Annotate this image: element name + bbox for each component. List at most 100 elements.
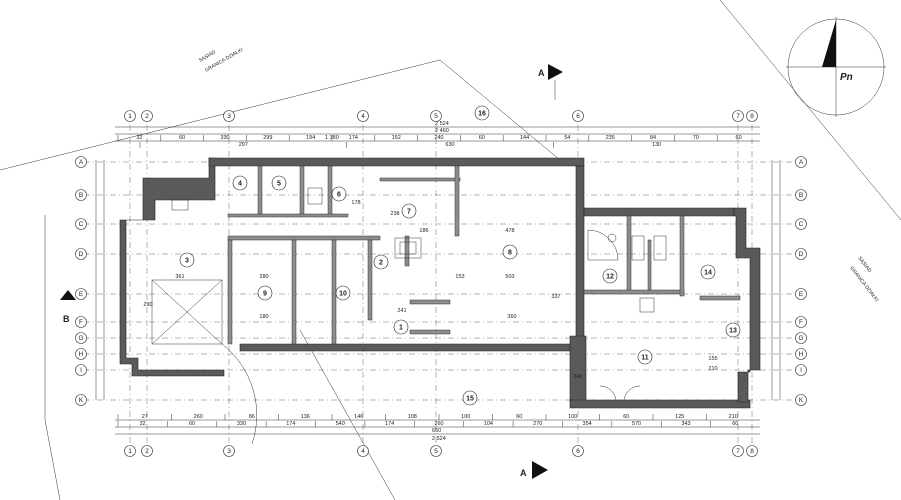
grid-letter-F: F: [799, 319, 803, 326]
grid-number-8: 8: [750, 113, 754, 120]
top-dims-value: 235: [606, 135, 615, 141]
grid-number-3: 3: [227, 113, 231, 120]
bottom-dims-value: 104: [484, 421, 493, 427]
top-dims-value: 60: [736, 135, 742, 141]
border-label-right: SĄSIAD: [856, 256, 872, 274]
bottom-dims-value: 60: [189, 421, 195, 427]
grid-letter-G: G: [78, 335, 83, 342]
grid-bubble-left-G: [75, 332, 87, 344]
grid-number-6: 6: [576, 113, 580, 120]
inner-dimension: 361: [175, 274, 184, 280]
inner-dimension: 290: [143, 302, 152, 308]
bottom-dims-value: 260: [434, 421, 443, 427]
grid-letter-A: A: [799, 159, 804, 166]
room-marker-15: [462, 390, 478, 406]
grid-bubble-left-F: [75, 316, 87, 328]
room-number-1: 1: [399, 325, 403, 332]
top-dims-value: 299: [263, 135, 272, 141]
top-dims-value: 54: [564, 135, 570, 141]
room-number-7: 7: [407, 209, 411, 216]
bottom-dims-2-value: 125: [675, 414, 684, 420]
grid-bubble-left-H: [75, 348, 87, 360]
room-marker-12: [602, 268, 618, 284]
grid-bubble-left-D: [75, 248, 87, 260]
grid-bubble-right-D: [795, 248, 807, 260]
grid-letter-B: B: [799, 192, 803, 199]
grid-letter-D: D: [799, 251, 804, 258]
grid-bubble-top-5: [430, 110, 442, 122]
grid-bubble-top-2: [141, 110, 153, 122]
grid-bubble-right-A: [795, 156, 807, 168]
grid-letter-K: K: [79, 397, 84, 404]
grid-letter-E: E: [79, 291, 84, 298]
grid-bubble-left-C: [75, 218, 87, 230]
grid-number-6: 6: [576, 448, 580, 455]
border-label-right-2: GRANICA DZIAŁKI: [848, 266, 879, 303]
inner-dimension: 153: [455, 274, 464, 280]
inner-dimension: 238: [390, 211, 399, 217]
room-number-13: 13: [729, 328, 737, 335]
room-marker-9: [257, 285, 273, 301]
top-dims-value: 194: [306, 135, 315, 141]
interior-walls: [227, 165, 741, 345]
room-number-16: 16: [478, 111, 486, 118]
bottom-dims-2-value: 27: [142, 414, 148, 420]
grid-number-4: 4: [361, 113, 365, 120]
bottom-dims-2-value: 100: [568, 414, 577, 420]
room-number-15: 15: [466, 396, 474, 403]
grid-letter-H: H: [79, 351, 84, 358]
grid-bubble-left-I: [75, 364, 87, 376]
grid-number-5: 5: [434, 448, 438, 455]
north-compass: Pn: [786, 17, 886, 117]
room-number-2: 2: [379, 260, 383, 267]
section-markers: A A B: [60, 64, 563, 479]
bottom-dims-2-value: 210: [729, 414, 738, 420]
bottom-dims-value: 174: [385, 421, 394, 427]
bottom-dims-2-value: 136: [301, 414, 310, 420]
bottom-dims-value: 270: [533, 421, 542, 427]
bottom-dims-value: 174: [286, 421, 295, 427]
inner-dimension: 178: [351, 200, 360, 206]
grid-number-8: 8: [750, 448, 754, 455]
fixtures: [151, 187, 667, 445]
room-marker-13: [725, 322, 741, 338]
grid-bubble-right-G: [795, 332, 807, 344]
top-dims-value: 152: [392, 135, 401, 141]
grid-letter-K: K: [799, 397, 804, 404]
bottom-dims-value: 540: [336, 421, 345, 427]
grid-bubble-right-E: [795, 288, 807, 300]
room-number-12: 12: [606, 274, 614, 281]
inner-dimension: 503: [505, 274, 514, 280]
north-arrow-icon: [822, 20, 836, 67]
grid-bubble-top-3: [223, 110, 235, 122]
grid-letter-C: C: [79, 221, 84, 228]
top-dims-value: 240: [434, 135, 443, 141]
inner-dimension: 210: [708, 366, 717, 372]
top-dims-value: 60: [479, 135, 485, 141]
top-dims-value: 174: [349, 135, 358, 141]
room-marker-7: [401, 203, 417, 219]
room-marker-2: [373, 254, 389, 270]
grid-bubble-left-E: [75, 288, 87, 300]
grid-bubble-bottom-4: [357, 445, 369, 457]
overall-dim-top-2: 2 460: [435, 128, 449, 134]
grid-bubble-top-6: [572, 110, 584, 122]
grid-letter-E: E: [799, 291, 804, 298]
grid-letter-F: F: [79, 319, 83, 326]
grid-bubble-bottom-8: [746, 445, 758, 457]
exterior-walls: [119, 157, 761, 409]
top-dims-value: 32: [136, 135, 142, 141]
room-marker-10: [335, 285, 351, 301]
inner-dimension: 280: [259, 274, 268, 280]
grid-number-4: 4: [361, 448, 365, 455]
grid-letter-D: D: [79, 251, 84, 258]
grid-bubble-left-K: [75, 394, 87, 406]
